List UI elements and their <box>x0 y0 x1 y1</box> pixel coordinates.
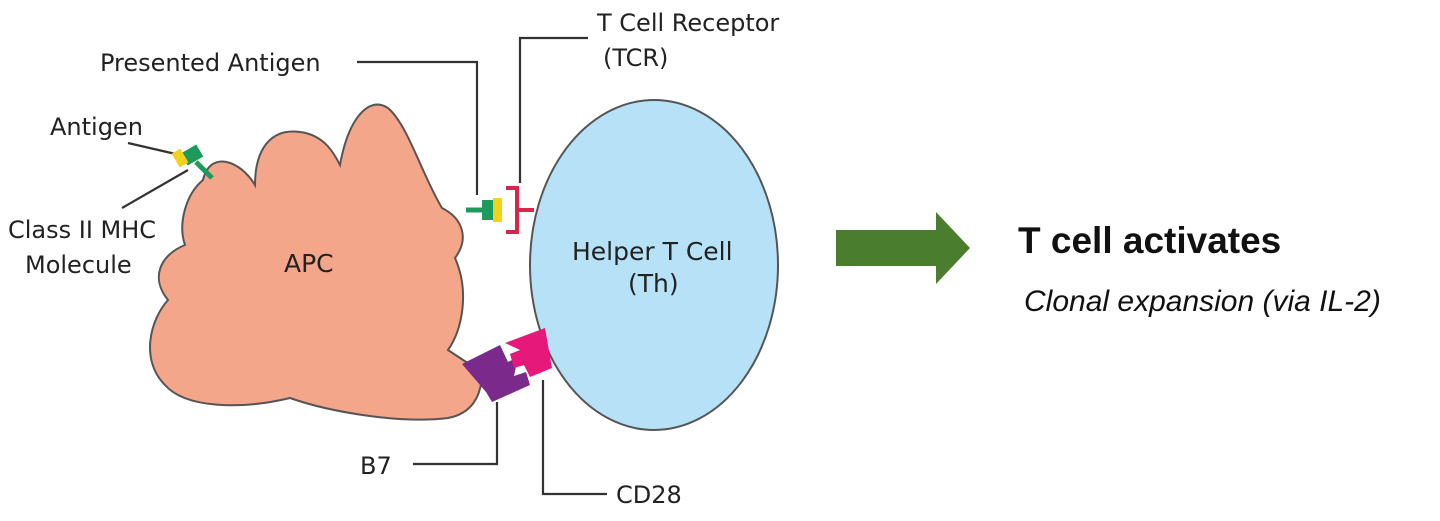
helper-t-cell <box>529 99 779 431</box>
antigen-leader <box>127 141 181 157</box>
tcr-label-line2: (TCR) <box>603 44 668 72</box>
presented-antigen-leader <box>357 60 479 195</box>
mhc-tcr-complex <box>466 186 534 234</box>
mhc-label-line1: Class II MHC <box>8 216 156 244</box>
helper-cell-label-line1: Helper T Cell <box>572 237 733 266</box>
apc-cell <box>149 103 484 421</box>
mhc-leader <box>121 169 189 209</box>
cd28-leader <box>541 380 607 496</box>
outcome-subtitle: Clonal expansion (via IL-2) <box>1024 285 1381 318</box>
b7-leader <box>413 402 499 466</box>
cd28-label: CD28 <box>616 481 682 509</box>
presented-antigen-label: Presented Antigen <box>100 49 321 77</box>
b7-label: B7 <box>360 452 392 480</box>
outcome-title: T cell activates <box>1018 220 1282 261</box>
activation-arrow <box>836 212 970 284</box>
helper-cell-label-line2: (Th) <box>628 269 679 298</box>
antigen-label: Antigen <box>50 113 143 141</box>
b7-cd28-complex <box>462 328 552 402</box>
tcr-leader <box>518 36 588 183</box>
mhc-label-line2: Molecule <box>25 251 132 279</box>
mhc-antigen-complex <box>171 144 214 180</box>
tcr-label-line1: T Cell Receptor <box>596 9 779 37</box>
apc-label: APC <box>284 249 334 278</box>
